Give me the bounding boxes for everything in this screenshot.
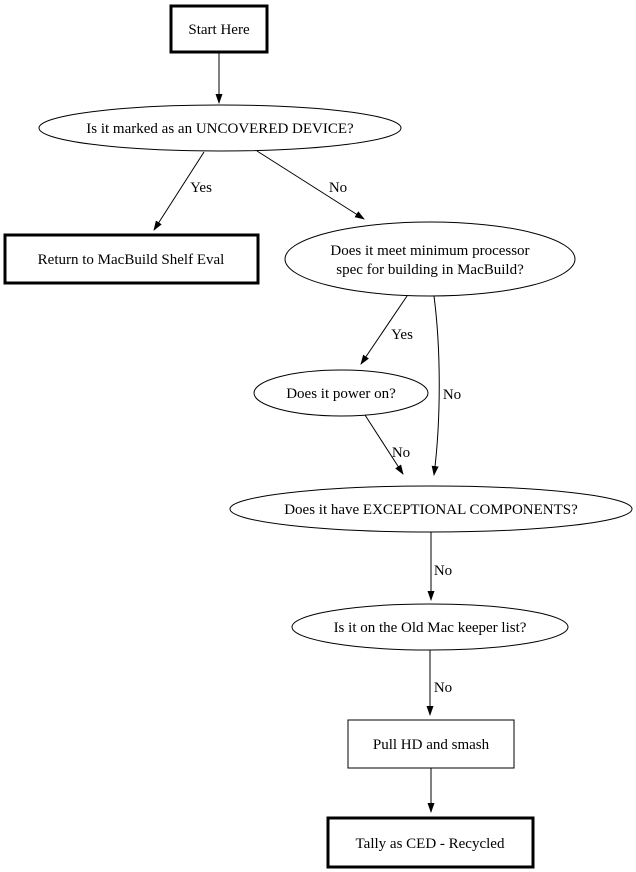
edge-label-uncovered-yes: Yes [190,180,212,196]
uncovered-label: Is it marked as an UNCOVERED DEVICE? [86,121,354,137]
edge-label-processor-yes: Yes [391,327,413,343]
pull-hd-box [347,719,515,769]
node-exceptional-components: Does it have EXCEPTIONAL COMPONENTS? [229,485,633,533]
node-power-on: Does it power on? [253,369,429,417]
keeper-list-ellipse [291,603,569,651]
edge-power-no [364,414,404,475]
processor-ellipse [284,221,576,297]
edge-processor-no [431,295,440,476]
exceptional-ellipse [229,485,633,533]
tally-label: Tally as CED - Recycled [356,836,505,852]
exceptional-label: Does it have EXCEPTIONAL COMPONENTS? [284,502,578,518]
edges [153,52,440,813]
edge-label-power-no: No [392,445,410,461]
node-processor-spec: Does it meet minimum processor spec for … [284,221,576,297]
edge-label-exceptional-no: No [434,563,452,579]
start-box [169,4,269,54]
node-pull-hd: Pull HD and smash [347,719,515,769]
edge-label-keeper-no: No [434,680,452,696]
node-uncovered-device: Is it marked as an UNCOVERED DEVICE? [38,104,402,152]
uncovered-ellipse [38,104,402,152]
tally-box [326,816,535,869]
node-keeper-list: Is it on the Old Mac keeper list? [291,603,569,651]
power-on-label: Does it power on? [286,386,396,402]
return-shelf-box [3,233,260,285]
edge-label-processor-no: No [443,387,461,403]
pull-hd-label: Pull HD and smash [373,737,490,753]
node-return-shelf-eval: Return to MacBuild Shelf Eval [3,233,260,285]
edge-uncovered-no [256,150,365,220]
processor-label-line2: spec for building in MacBuild? [336,262,524,278]
edge-label-uncovered-no: No [329,180,347,196]
edge-labels: Yes No Yes No No No No [190,180,461,696]
keeper-list-label: Is it on the Old Mac keeper list? [334,620,527,636]
start-label: Start Here [188,22,250,38]
node-tally-recycled: Tally as CED - Recycled [326,816,535,869]
power-on-ellipse [253,369,429,417]
processor-label-line1: Does it meet minimum processor [330,243,529,259]
edge-uncovered-yes [153,151,205,231]
node-start: Start Here [169,4,269,54]
return-shelf-label: Return to MacBuild Shelf Eval [38,252,225,268]
edge-processor-yes [360,295,408,365]
